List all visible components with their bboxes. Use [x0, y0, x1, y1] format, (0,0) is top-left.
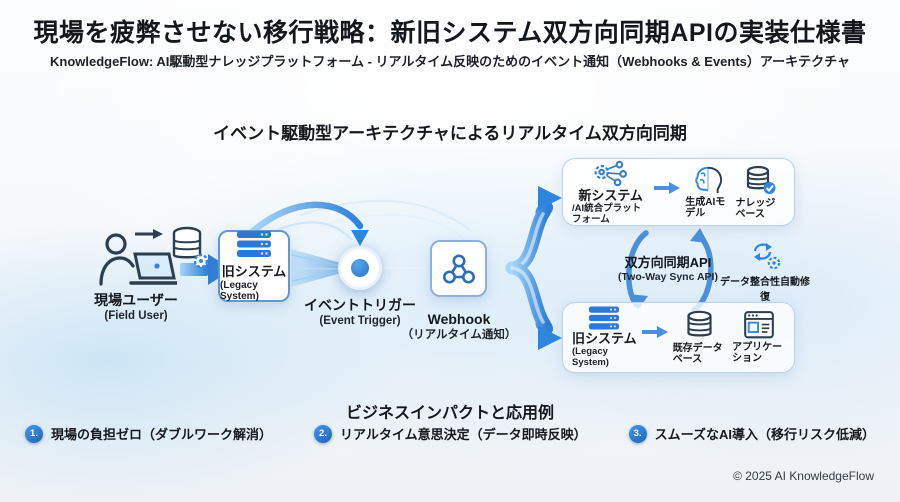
- event-trigger-sublabel: (Event Trigger): [319, 314, 401, 327]
- existing-db-label: 既存データベース: [672, 342, 723, 366]
- field-user-sublabel: (Field User): [104, 309, 168, 322]
- data-integrity-label: データ整合性自動修復: [720, 277, 810, 303]
- diagram-title: イベント駆動型アーキテクチャによるリアルタイム双方向同期: [213, 124, 687, 143]
- node-existing-db: 既存データベース: [673, 310, 727, 366]
- node-gen-ai-model: 生成AIモデル: [685, 166, 730, 220]
- webhook-labels: Webhook （リアルタイム通知）: [395, 311, 523, 342]
- app-window-icon: [743, 310, 774, 339]
- group-new-system: 新システム /AI統合プラットフォーム 生成AIモデル: [562, 158, 795, 226]
- webhook-icon: [441, 251, 477, 287]
- ai-gear-network-icon: [589, 159, 633, 187]
- node-data-integrity: データ整合性自動修復: [716, 240, 814, 303]
- node-application: アプリケーション: [732, 310, 785, 365]
- webhook-label: Webhook: [427, 311, 491, 327]
- sync-gear-icon: [716, 240, 814, 270]
- page-title: 現場を疲弊させない移行戦略：新旧システム双方向同期APIの実装仕様書: [33, 19, 867, 47]
- node-webhook: [430, 240, 487, 297]
- event-trigger-label: イベントトリガー: [304, 297, 416, 313]
- impact-item-2: 2. リアルタイム意思決定（データ即時反映）: [314, 424, 587, 443]
- trigger-dot-icon: [338, 246, 382, 290]
- node-legacy-source: 旧システム (Legacy System): [218, 230, 290, 302]
- impact-badge-3: 3.: [628, 424, 647, 443]
- node-legacy-target: 旧システム (Legacy System): [572, 306, 637, 369]
- brain-head-icon: [692, 166, 724, 194]
- impact-badge-1: 1.: [25, 424, 43, 443]
- impact-text-3: スムーズなAI導入（移行リスク低減）: [654, 427, 875, 442]
- user-laptop-icon: [78, 226, 194, 292]
- database-check-icon: [745, 165, 776, 195]
- database-gear-icon: [170, 224, 210, 270]
- legacy-target-sublabel: (Legacy System): [572, 346, 609, 368]
- field-user-label: 現場ユーザー: [94, 292, 178, 308]
- node-field-user: 現場ユーザー (Field User): [78, 226, 194, 323]
- impact-text-2: リアルタイム意思決定（データ即時反映）: [340, 427, 587, 442]
- impact-badge-2: 2.: [314, 424, 333, 443]
- arrow-right-icon: [654, 181, 681, 195]
- node-new-system: 新システム /AI統合プラットフォーム: [572, 159, 649, 226]
- legacy-source-sublabel: (Legacy System): [220, 279, 259, 302]
- legacy-target-label: 旧システム: [572, 331, 637, 347]
- impact-text-1: 現場の負担ゼロ（ダブルワーク解消）: [51, 427, 273, 442]
- knowledge-base-label: ナレッジベース: [735, 197, 776, 221]
- node-knowledge-base: ナレッジベース: [735, 165, 785, 221]
- page-subtitle: KnowledgeFlow: AI駆動型ナレッジプラットフォーム - リアルタイ…: [50, 54, 850, 69]
- node-event-trigger: イベントトリガー (Event Trigger): [292, 297, 428, 328]
- impact-item-3: 3. スムーズなAI導入（移行リスク低減）: [628, 424, 875, 443]
- database-icon: [686, 310, 713, 340]
- impact-title: ビジネスインパクトと応用例: [345, 405, 554, 422]
- server-icon: [237, 230, 271, 257]
- new-system-label: 新システム: [578, 188, 643, 204]
- legacy-source-label: 旧システム: [221, 263, 287, 279]
- sync-api-sublabel: (Two-Way Sync API): [618, 271, 718, 283]
- server-icon: [589, 306, 620, 330]
- group-legacy-target: 旧システム (Legacy System) 既存データベース: [562, 302, 795, 373]
- gen-ai-model-label: 生成AIモデル: [685, 196, 726, 220]
- webhook-sublabel: （リアルタイム通知）: [401, 328, 517, 341]
- copyright-text: © 2025 AI KnowledgeFlow: [733, 469, 874, 483]
- arrow-right-icon: [641, 325, 668, 339]
- application-label: アプリケーション: [732, 341, 783, 365]
- impact-list: 1. 現場の負担ゼロ（ダブルワーク解消） 2. リアルタイム意思決定（データ即時…: [0, 424, 900, 443]
- sync-api-label: 双方向同期API: [624, 255, 712, 270]
- impact-item-1: 1. 現場の負担ゼロ（ダブルワーク解消）: [25, 424, 272, 443]
- new-system-sublabel: /AI統合プラットフォーム: [572, 203, 642, 225]
- node-sync-api: 双方向同期API (Two-Way Sync API): [610, 252, 726, 283]
